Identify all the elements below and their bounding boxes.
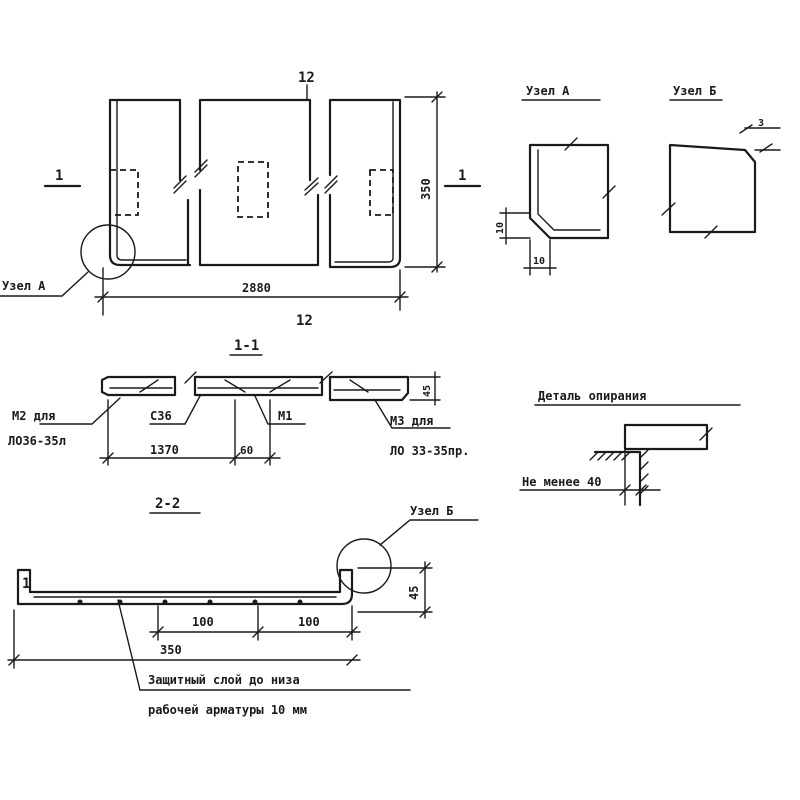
node-b-detail: Узел Б 3 xyxy=(661,84,781,239)
plan-height-dim: 350 xyxy=(419,178,433,200)
section-2-2-title: 2-2 xyxy=(155,496,180,512)
plan-bottom-label: 12 xyxy=(296,313,313,329)
plan-right-panel xyxy=(328,98,402,269)
support-slab xyxy=(623,423,709,451)
node-a-title: Узел А xyxy=(526,84,570,98)
node-a-dim-vertical: 10 xyxy=(495,222,506,234)
section-marker-left: 1 xyxy=(55,168,63,184)
section-1-1-height-dim: 45 xyxy=(422,385,433,397)
node-a-callout: Узел А xyxy=(2,279,46,293)
node-a-circle xyxy=(80,224,136,280)
plan-right-opening xyxy=(369,169,394,216)
section-1-1-left-piece xyxy=(100,375,177,397)
node-a-shape xyxy=(528,143,610,240)
section-marker-right: 1 xyxy=(458,168,466,184)
note-line-2: рабочей арматуры 10 мм xyxy=(148,703,307,717)
node-b-circle xyxy=(336,538,392,594)
dim-100-a: 100 xyxy=(192,615,214,629)
section-2-2-slab xyxy=(16,568,354,606)
label-m2-line1: М2 для xyxy=(12,409,55,423)
section-1-1: 1-1 45 М2 для ЛО36-35л С36 М1 М3 для ЛО … xyxy=(8,338,469,466)
label-m2-line2: ЛО36-35л xyxy=(8,434,66,448)
support-wall xyxy=(593,450,642,507)
plan-middle-opening xyxy=(237,161,269,218)
plan-left-opening xyxy=(109,169,139,216)
node-a-dim-horizontal: 10 xyxy=(533,256,545,267)
label-c36: С36 xyxy=(150,409,172,423)
plan-left-panel xyxy=(108,98,192,267)
plan-middle-panel xyxy=(198,98,320,267)
node-b-shape xyxy=(668,143,757,234)
plan-top-label: 12 xyxy=(298,70,315,86)
dim-350: 350 xyxy=(160,643,182,657)
support-detail: Деталь опирания Не менее 40 xyxy=(519,389,741,507)
label-m3-line1: М3 для xyxy=(390,414,433,428)
section-1-1-title: 1-1 xyxy=(234,338,259,354)
section-2-2: 2-2 Узел Б 1 45 100 100 350 xyxy=(7,496,479,717)
dim-60: 60 xyxy=(240,444,253,457)
plan-length-dim: 2880 xyxy=(242,281,271,295)
dim-1370: 1370 xyxy=(150,443,179,457)
section-1-1-middle-piece xyxy=(193,375,324,397)
label-m1: М1 xyxy=(278,409,292,423)
node-a-detail: Узел А 10 10 xyxy=(495,84,616,276)
section-2-2-height-dim: 45 xyxy=(407,586,421,600)
node-b-callout: Узел Б xyxy=(410,504,453,518)
support-detail-title: Деталь опирания xyxy=(538,389,646,403)
label-m3-line2: ЛО 33-35пр. xyxy=(390,444,469,458)
node-b-dim-3: 3 xyxy=(758,118,764,129)
support-detail-label: Не менее 40 xyxy=(522,475,601,489)
node-b-title: Узел Б xyxy=(673,84,716,98)
plan-view: Узел А 1 1 12 350 2880 12 xyxy=(0,70,482,329)
section-2-2-label-1: 1 xyxy=(22,576,30,592)
dim-100-b: 100 xyxy=(298,615,320,629)
note-line-1: Защитный слой до низа xyxy=(148,673,300,687)
section-1-1-right-piece xyxy=(328,375,410,402)
